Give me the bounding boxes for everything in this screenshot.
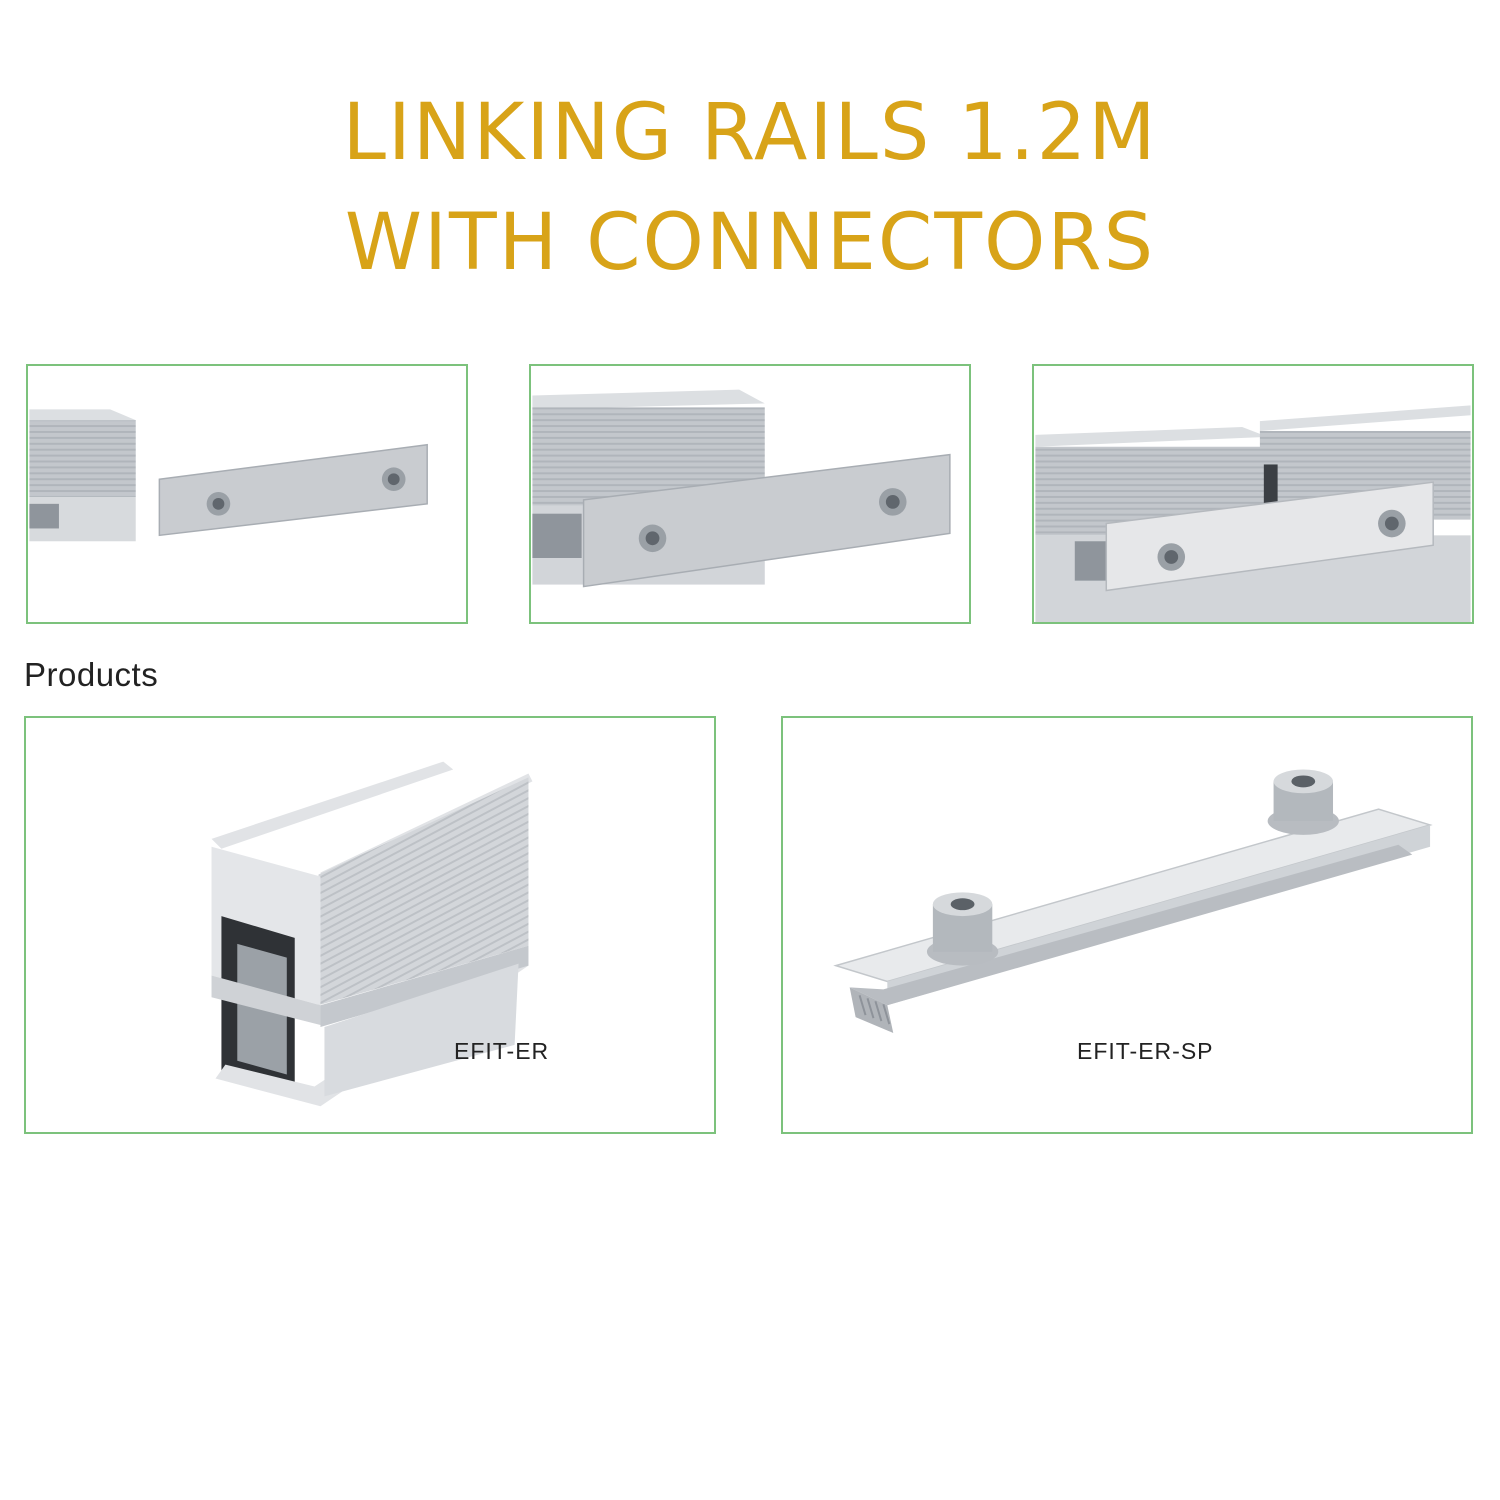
connector-plate	[158, 443, 428, 537]
products-heading: Products	[24, 656, 159, 693]
title-line-1: LINKING RAILS 1.2M	[342, 88, 1158, 178]
step-image-3	[1032, 364, 1474, 624]
page-title: LINKING RAILS 1.2M WITH CONNECTORS	[0, 78, 1500, 298]
step-image-2	[529, 364, 971, 624]
rail-ribbed-side	[318, 777, 529, 1006]
splice-connector-illustration	[833, 769, 1433, 1033]
product-card-rail: EFIT-ER	[24, 716, 716, 1134]
rails-joined-illustration	[1035, 405, 1471, 622]
connector-insertion-illustration	[532, 389, 951, 588]
connector-plate	[582, 453, 951, 588]
product-code: EFIT-ER	[454, 1038, 550, 1064]
product-code: EFIT-ER-SP	[1077, 1038, 1214, 1064]
rail-side	[29, 420, 136, 497]
rail-top	[29, 409, 136, 421]
step-image-1	[26, 364, 468, 624]
rail-top	[532, 389, 765, 410]
rail-connector-separate-illustration	[29, 409, 428, 542]
title-line-2: WITH CONNECTORS	[344, 198, 1156, 288]
rail-profile-illustration	[211, 761, 533, 1107]
connector-plate-top	[833, 808, 1433, 983]
connector-plate	[1105, 481, 1434, 592]
rail-top-flange-left	[211, 761, 454, 849]
rail-gap	[1263, 464, 1278, 504]
product-card-connector: EFIT-ER-SP	[781, 716, 1473, 1134]
